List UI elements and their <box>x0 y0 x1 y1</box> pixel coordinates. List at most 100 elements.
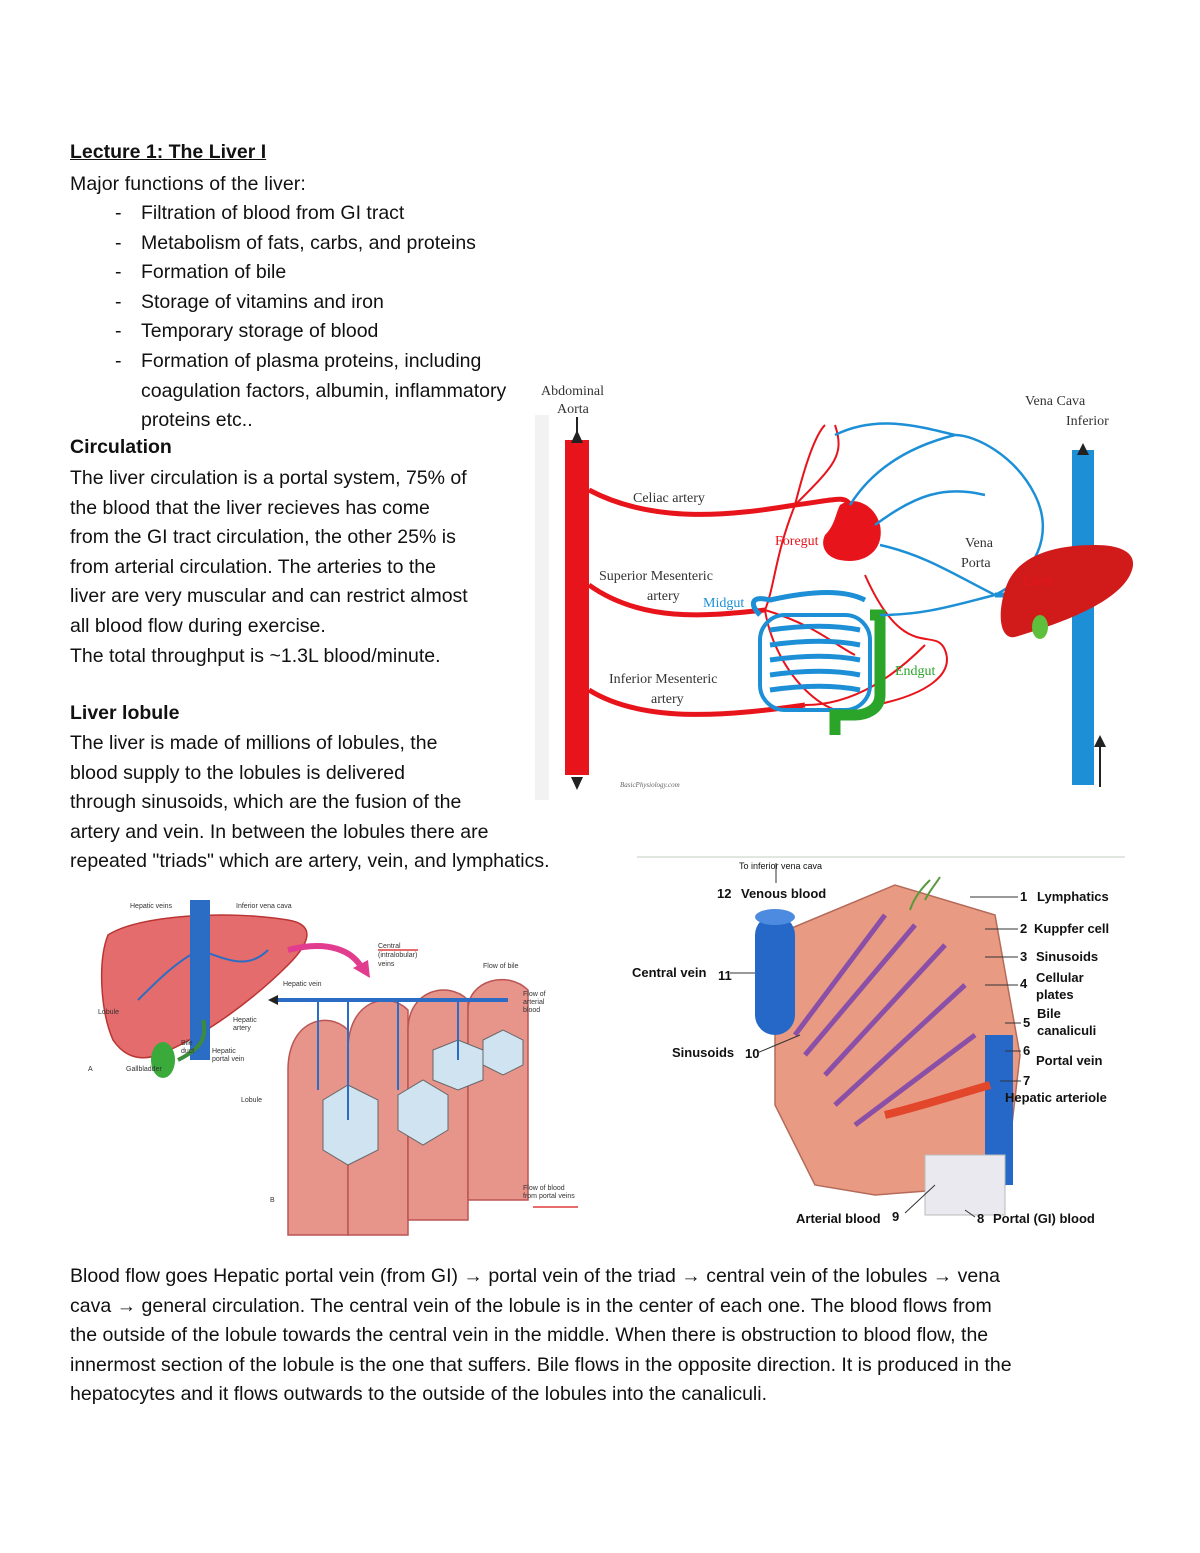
celiac-artery <box>587 487 853 517</box>
label-liver: Liver <box>1023 574 1054 589</box>
text-line: all blood flow during exercise. <box>70 614 326 637</box>
text-line: through sinusoids, which are the fusion … <box>70 791 462 814</box>
label-b: B <box>270 1197 275 1204</box>
lobule-figure-right: To inferior vena cava 12 Venous blood 1 … <box>625 855 1125 1245</box>
text-line: The liver circulation is a portal system… <box>70 467 467 489</box>
text-line: liver are very muscular and can restrict… <box>70 585 468 608</box>
label-9: 9 <box>892 1209 899 1224</box>
label-3: 3 <box>1020 949 1027 964</box>
text-line: Blood flow goes Hepatic portal vein (fro… <box>70 1265 1000 1287</box>
label-bile-duct-1: Bile <box>181 1040 193 1047</box>
label-inferior-mesenteric: Inferior Mesenteric <box>609 672 717 687</box>
lobule-figure-left: Hepatic veins Inferior vena cava Central… <box>78 890 613 1240</box>
stomach <box>823 501 881 561</box>
label-hepatic-arteriole: Hepatic arteriole <box>1005 1090 1107 1105</box>
text-line: artery and vein. In between the lobules … <box>70 820 489 843</box>
label-aorta: Aorta <box>557 402 590 417</box>
lobule-heading: Liver lobule <box>70 702 180 724</box>
label-5: 5 <box>1023 1015 1030 1030</box>
circulation-paragraph: The liver circulation is a portal system… <box>70 464 468 671</box>
label-4: 4 <box>1020 976 1028 991</box>
label-midgut: Midgut <box>703 596 744 611</box>
list-item: -Metabolism of fats, carbs, and proteins <box>115 231 476 254</box>
label-gallbladder: Gallbladder <box>126 1066 162 1073</box>
lobule-paragraph: The liver is made of millions of lobules… <box>70 729 550 877</box>
functions-intro: Major functions of the liver: <box>70 173 306 195</box>
label-cellular: Cellular <box>1036 970 1084 985</box>
label-kupffer: Kuppfer cell <box>1034 921 1109 936</box>
label-celiac: Celiac artery <box>633 491 705 506</box>
label-ivc: Inferior vena cava <box>236 903 292 910</box>
label-sm-artery: artery <box>647 589 680 604</box>
label-foregut: Foregut <box>775 534 819 549</box>
label-central: Central <box>378 943 401 950</box>
liver-organ <box>1000 545 1134 638</box>
vena-cava-vessel <box>1072 450 1094 785</box>
label-hpv-1: Hepatic <box>212 1048 236 1055</box>
list-item: -Storage of vitamins and iron <box>115 290 384 313</box>
text-line: from the GI tract circulation, the other… <box>70 526 456 549</box>
blood-flow-paragraph: Blood flow goes Hepatic portal vein (fro… <box>70 1262 1012 1410</box>
colon <box>829 609 886 735</box>
label-vena-cava: Vena Cava <box>1025 394 1086 409</box>
text-line: from arterial circulation. The arteries … <box>70 555 436 578</box>
list-item: -Formation of plasma proteins, including… <box>115 349 507 432</box>
label-flow-portal-2: from portal veins <box>523 1193 575 1200</box>
superior-mesenteric-artery <box>587 582 766 618</box>
circulation-heading: Circulation <box>70 436 172 458</box>
label-11: 11 <box>718 968 732 983</box>
text-line: the blood that the liver recieves has co… <box>70 496 430 519</box>
list-item: -Temporary storage of blood <box>115 320 379 343</box>
label-canaliculi: canaliculi <box>1037 1023 1096 1038</box>
label-to-ivc: To inferior vena cava <box>739 861 822 871</box>
label-flow-bile: Flow of bile <box>483 963 519 970</box>
label-10: 10 <box>745 1046 759 1061</box>
label-plates: plates <box>1036 987 1074 1002</box>
text-line: The liver is made of millions of lobules… <box>70 732 438 754</box>
page-title: Lecture 1: The Liver I <box>70 141 267 163</box>
text-line: repeated "triads" which are artery, vein… <box>70 850 550 873</box>
label-vena: Vena <box>965 536 994 551</box>
text-line: innermost section of the lobule is the o… <box>70 1353 1012 1376</box>
label-abdominal: Abdominal <box>541 384 604 399</box>
label-sinusoids: Sinusoids <box>1036 949 1098 964</box>
label-hepatic-artery-1: Hepatic <box>233 1017 257 1024</box>
label-im-artery: artery <box>651 692 684 707</box>
text-line: hepatocytes and it flows outwards to the… <box>70 1383 768 1406</box>
aorta-vessel <box>565 440 589 775</box>
list-item: -Formation of bile <box>115 261 287 284</box>
label-portal-gi: Portal (GI) blood <box>993 1211 1095 1226</box>
label-bile-duct-2: duct <box>181 1048 194 1055</box>
label-flow-arterial-2: arterial <box>523 999 545 1006</box>
label-superior-mesenteric: Superior Mesenteric <box>599 569 713 584</box>
label-hepatic-vein: Hepatic vein <box>283 981 322 988</box>
label-sinusoids-10: Sinusoids <box>672 1045 734 1060</box>
label-flow-portal-1: Flow of blood <box>523 1185 565 1192</box>
label-portal-vein: Portal vein <box>1036 1053 1103 1068</box>
label-veins: veins <box>378 961 395 968</box>
tissue-block <box>774 884 1021 1196</box>
label-venous-blood: Venous blood <box>741 886 826 901</box>
label-lobule-2: Lobule <box>241 1097 262 1104</box>
label-hepatic-veins: Hepatic veins <box>130 903 173 910</box>
label-6: 6 <box>1023 1043 1030 1058</box>
credit-text: BasicPhysiology.com <box>620 781 680 789</box>
text-line: blood supply to the lobules is delivered <box>70 761 405 784</box>
label-flow-arterial-1: Flow of <box>523 991 546 998</box>
text-line: cava → general circulation. The central … <box>70 1294 992 1317</box>
label-central-vein: Central vein <box>632 965 706 980</box>
label-2: 2 <box>1020 921 1027 936</box>
label-endgut: Endgut <box>895 664 936 679</box>
circulation-figure: Abdominal Aorta Vena Cava Inferior Celia… <box>535 375 1135 800</box>
label-bile: Bile <box>1037 1006 1061 1021</box>
label-arterial-blood: Arterial blood <box>796 1211 881 1226</box>
text-line: the outside of the lobule towards the ce… <box>70 1324 989 1347</box>
list-item: -Filtration of blood from GI tract <box>115 202 405 224</box>
label-lymphatics: Lymphatics <box>1037 889 1109 904</box>
label-8: 8 <box>977 1211 984 1226</box>
label-intralobular: (intralobular) <box>378 952 417 959</box>
label-hepatic-artery-2: artery <box>233 1025 251 1032</box>
text-line: The total throughput is ~1.3L blood/minu… <box>70 644 441 667</box>
label-flow-arterial-3: blood <box>523 1007 540 1014</box>
label-porta: Porta <box>961 556 991 571</box>
